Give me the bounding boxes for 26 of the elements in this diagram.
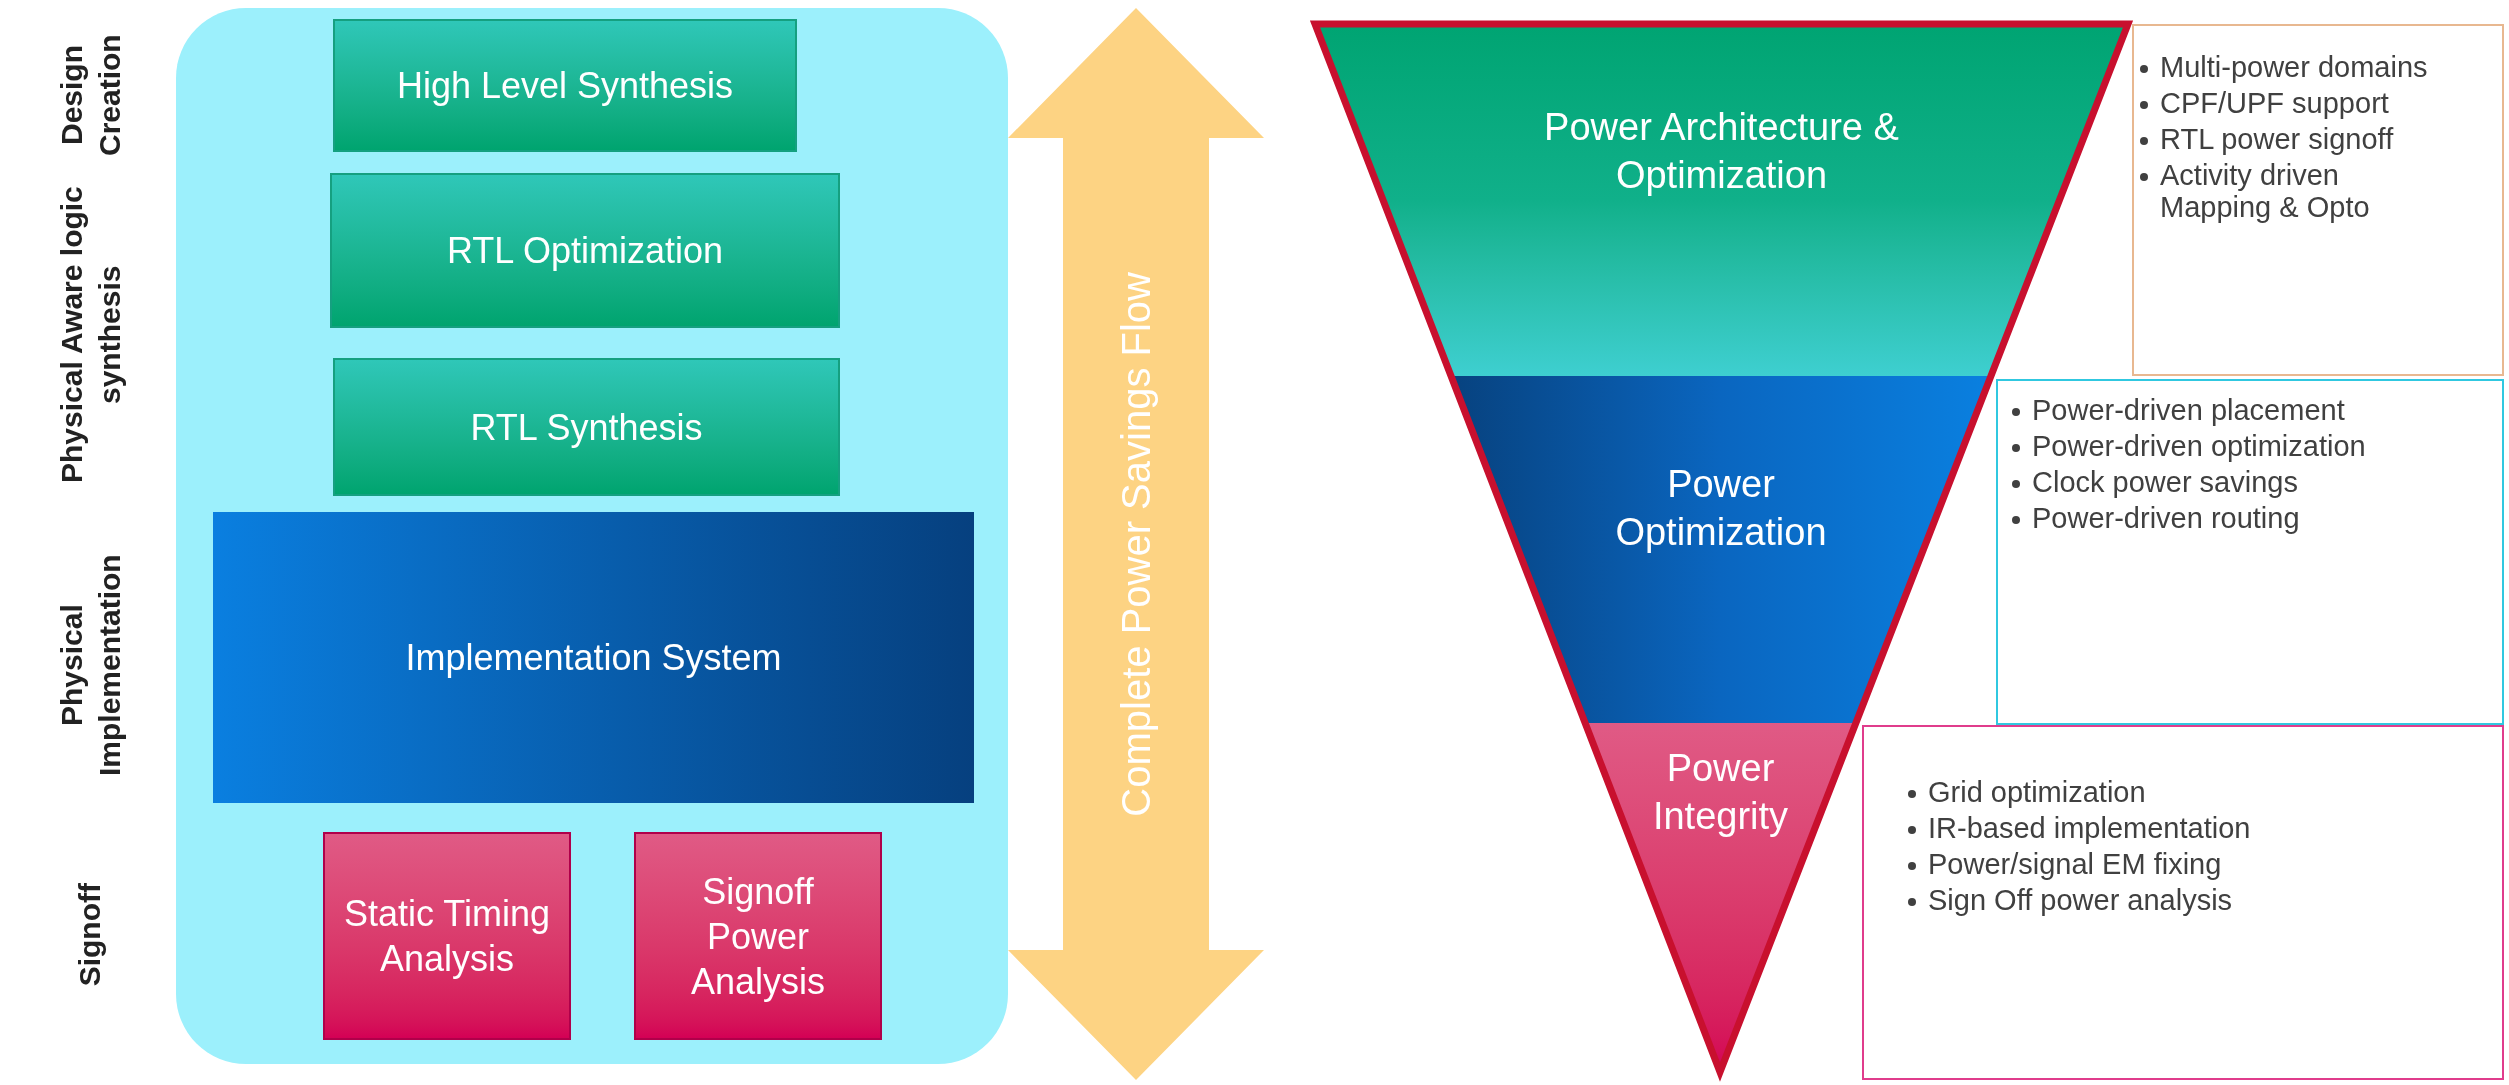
process-box: RTL Synthesis (333, 358, 840, 496)
stage-label: Physical Implementation (53, 553, 127, 778)
bullet-list-box (1996, 379, 2504, 725)
bullet-text: Power/signal EM fixing (1928, 848, 2222, 881)
bullet-list-box (2132, 24, 2504, 376)
bullet-text: RTL power signoff (2160, 123, 2394, 156)
bullet-text: Sign Off power analysis (1928, 884, 2233, 917)
stage-label: Signoff (72, 883, 108, 987)
bullet-text: Power-driven routing (2032, 502, 2300, 535)
bullet-text: Power-driven placement (2032, 395, 2345, 427)
process-box: High Level Synthesis (333, 19, 797, 152)
flow-label: Complete Power Savings Flow (1113, 271, 1159, 817)
process-box: Implementation System (213, 512, 974, 803)
bullet-text: IR-based implementation (1928, 812, 2251, 845)
bullet-list-box (1862, 725, 2504, 1080)
process-box: Static Timing Analysis (323, 832, 571, 1040)
bullet-text: Activity driven Mapping & Opto (2160, 159, 2371, 224)
stage-label: Physical Aware logic synthesis (53, 185, 127, 486)
stage-label: Design Creation (53, 33, 126, 158)
bullet-text: Multi-power domains (2160, 52, 2428, 84)
bullet-text: Clock power savings (2032, 466, 2298, 499)
bullet-text: Power-driven optimization (2032, 430, 2366, 463)
bullet-text: CPF/UPF support (2160, 87, 2389, 120)
process-box: RTL Optimization (330, 173, 840, 328)
process-box: Signoff Power Analysis (634, 832, 882, 1040)
bullet-text: Grid optimization (1928, 777, 2146, 809)
